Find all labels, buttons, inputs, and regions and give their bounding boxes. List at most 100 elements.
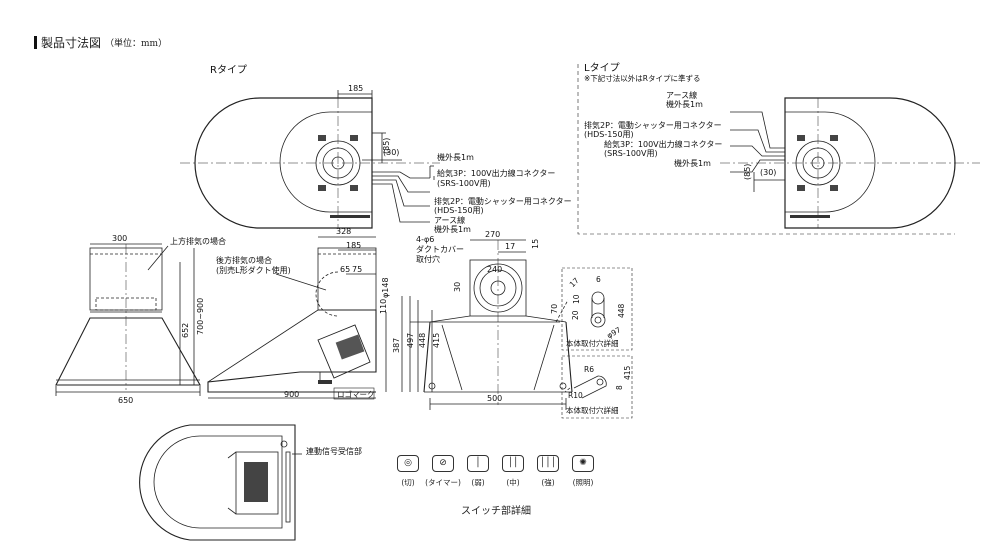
front-label-top-exhaust: 上方排気の場合: [170, 236, 226, 246]
switch-caption: スイッチ部詳細: [461, 506, 531, 517]
back-label-holes-2: ダクトカバー: [416, 244, 464, 254]
switch-button-cell: ◎ (切): [395, 455, 421, 488]
back-dim-15: 15: [531, 239, 540, 249]
back-label-holes-1: 4-φ6: [416, 235, 434, 244]
l-label-cord: 機外長1m: [674, 158, 711, 168]
l-type-title: Lタイプ: [584, 62, 620, 74]
r-type-plan-view: Rタイプ 185 (85): [180, 64, 572, 234]
detail1-dim-10: 10: [572, 294, 581, 304]
back-label-holes-3: 取付穴: [416, 254, 440, 264]
l-label-exhaust-2: (HDS-150用): [584, 130, 634, 139]
r-label-earth-2: 機外長1m: [434, 224, 471, 234]
drawing-heading: 製品寸法図 （単位：mm）: [34, 34, 167, 51]
switch-button-label: (弱): [471, 478, 485, 487]
side-dim-900: 900: [284, 390, 299, 399]
side-dim-75: 75: [352, 265, 362, 274]
switch-button-label: (照明): [572, 478, 594, 487]
r-dim-185: 185: [348, 84, 363, 93]
back-dim-17: 17: [505, 242, 515, 251]
r-dim-85: (85): [382, 138, 391, 154]
l-label-earth-2: 機外長1m: [666, 99, 703, 109]
side-dim-497: 497: [406, 333, 415, 348]
front-dim-700-900: 700~900: [196, 298, 205, 335]
detail2-dim-r10: R10: [568, 391, 583, 400]
front-dim-652: 652: [181, 323, 190, 338]
side-label-rear-1: 後方排気の場合: [216, 255, 272, 265]
heading-bar: [34, 36, 37, 49]
l-type-frame: [577, 64, 955, 235]
switch-button-label: (中): [506, 478, 520, 487]
switch-button-light[interactable]: ✺: [572, 455, 594, 472]
detail2-dim-8: 8: [615, 385, 624, 390]
back-dim-448: 448: [418, 333, 427, 348]
back-dim-415: 415: [432, 333, 441, 348]
detail2-dim-415: 415: [623, 365, 632, 380]
switch-button-cell: │││ (強): [535, 455, 561, 488]
back-view: 270 17 15 240 4-φ6 ダクトカバー 取付穴 30 70 448 …: [409, 230, 573, 410]
switch-button-timer[interactable]: ⊘: [432, 455, 454, 472]
back-dim-30: 30: [453, 282, 462, 292]
r-type-title: Rタイプ: [210, 64, 247, 76]
r-label-supply-1: 給気3P：100V出力線コネクター: [437, 168, 555, 178]
front-dim-650: 650: [118, 396, 133, 405]
side-dim-110: 110: [379, 299, 388, 314]
r-dim-30: (30): [383, 148, 399, 157]
detail1-dim-20: 20: [571, 310, 580, 320]
r-label-exhaust-1: 排気2P：電動シャッター用コネクター: [434, 196, 572, 206]
back-dim-500: 500: [487, 394, 502, 403]
l-label-earth-1: アース線: [666, 90, 697, 100]
switch-button-fan-mid[interactable]: ││: [502, 455, 524, 472]
back-dim-270: 270: [485, 230, 500, 239]
l-label-supply-1: 給気3P：100V出力線コネクター: [604, 139, 722, 149]
side-dim-65: 65: [340, 265, 350, 274]
switch-button-label: (タイマー): [425, 478, 461, 487]
side-dim-148: φ148: [381, 277, 390, 298]
switch-button-cell: │ (弱): [465, 455, 491, 488]
light-icon: ✺: [579, 458, 587, 468]
switch-button-fan-low[interactable]: │: [467, 455, 489, 472]
switch-button-label: (強): [541, 478, 555, 487]
mount-hole-detail-2: R6 R10 8 415 本体取付穴詳細: [561, 355, 633, 419]
side-label-rear-2: (別売L形ダクト使用): [216, 265, 291, 275]
side-view: 328 185 65 75 φ148 110 387 497 後方排気の場合 (…: [207, 227, 415, 400]
r-label-cord: 機外長1m: [437, 152, 474, 162]
front-view: 300 上方排気の場合 652 700~900 650: [55, 234, 226, 405]
bottom-label-receiver: 連動信号受信部: [306, 446, 362, 456]
l-type-note: ※下記寸法以外はRタイプに準ずる: [584, 73, 701, 83]
l-type-plan-view: Lタイプ ※下記寸法以外はRタイプに準ずる (30) (85) アース線: [584, 62, 980, 229]
l-dim-30: (30): [760, 168, 776, 177]
l-label-supply-2: (SRS-100V用): [604, 149, 658, 158]
detail1-dim-448: 448: [617, 303, 626, 318]
timer-icon: ⊘: [439, 458, 447, 468]
switch-button-cell: ││ (中): [500, 455, 526, 488]
heading-unit: （単位：mm）: [105, 39, 168, 49]
detail2-caption: 本体取付穴詳細: [566, 405, 619, 415]
l-dim-85: (85): [743, 164, 752, 180]
mount-hole-detail-1: 17 6 10 20 448 φ97 本体取付穴詳細: [561, 267, 633, 351]
detail1-dim-97: φ97: [605, 325, 622, 340]
l-label-exhaust-1: 排気2P：電動シャッター用コネクター: [584, 120, 722, 130]
detail1-dim-17: 17: [568, 276, 581, 289]
switch-button-power[interactable]: ◎: [397, 455, 419, 472]
r-label-earth-1: アース線: [434, 215, 465, 225]
heading-title: 製品寸法図: [41, 36, 102, 50]
side-dim-185: 185: [346, 241, 361, 250]
switch-button-row: ◎ (切) ⊘ (タイマー) │ (弱) ││ (中) │││ (強) ✺ (照明): [395, 455, 605, 488]
detail1-dim-6: 6: [596, 275, 601, 284]
detail1-caption: 本体取付穴詳細: [566, 338, 619, 348]
fan-high-icon: │││: [539, 458, 557, 468]
fan-low-icon: │: [475, 458, 481, 468]
side-logo-mark: ロゴマーク: [337, 389, 375, 399]
switch-panel: ◎ (切) ⊘ (タイマー) │ (弱) ││ (中) │││ (強) ✺ (照明) スイッチ部詳細: [395, 455, 605, 517]
switch-button-label: (切): [401, 478, 415, 487]
switch-button-fan-high[interactable]: │││: [537, 455, 559, 472]
back-dim-240: 240: [487, 265, 502, 274]
switch-button-cell: ✺ (照明): [570, 455, 596, 488]
r-label-supply-2: (SRS-100V用): [437, 179, 491, 188]
front-dim-300: 300: [112, 234, 127, 243]
side-dim-387: 387: [392, 338, 401, 353]
power-icon: ◎: [404, 458, 412, 468]
bottom-view: 連動信号受信部: [139, 424, 362, 541]
